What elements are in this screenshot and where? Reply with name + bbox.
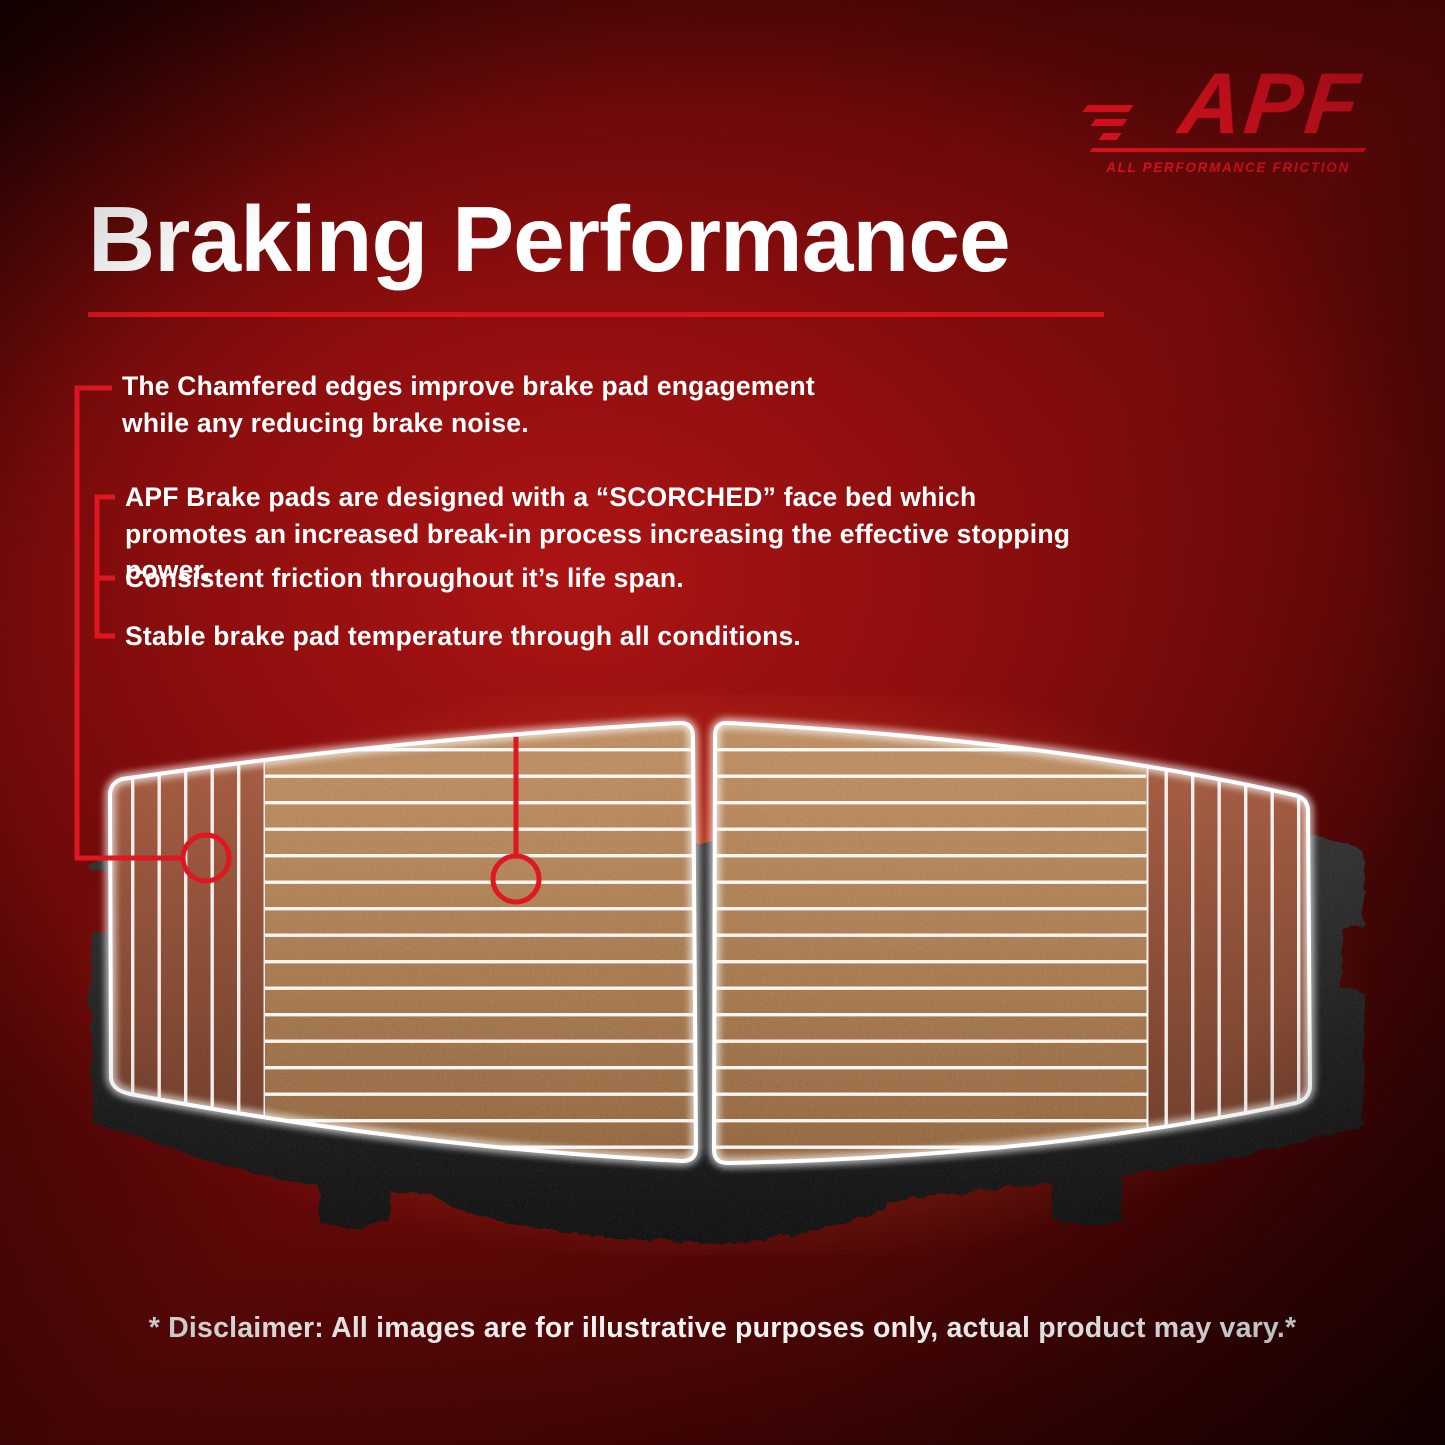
logo-mark: APF (1082, 56, 1367, 152)
title-underline (88, 312, 1104, 317)
logo-tagline: ALL PERFORMANCE FRICTION (1106, 159, 1350, 175)
logo-underline (1089, 147, 1367, 152)
brake-pad-illustration (78, 695, 1368, 1255)
left-pad-friction (107, 720, 699, 1164)
apf-logo: APF ALL PERFORMANCE FRICTION (1082, 56, 1367, 175)
bullet-chamfered-edges: The Chamfered edges improve brake pad en… (122, 371, 815, 438)
logo-brand: APF (1175, 56, 1367, 152)
callout-line-bullets (94, 494, 115, 639)
bullet-scorched-face: APF Brake pads are designed with a “SCOR… (125, 482, 1071, 586)
bullet-consistent-friction: Consistent friction throughout it’s life… (125, 563, 684, 593)
bullet-stable-temperature: Stable brake pad temperature through all… (125, 621, 801, 651)
right-pad-friction (711, 720, 1313, 1166)
page-title: Braking Performance (88, 187, 1011, 291)
speed-lines-icon (1082, 98, 1145, 147)
brake-pad-svg (78, 695, 1368, 1255)
disclaimer-text: * Disclaimer: All images are for illustr… (148, 1312, 1297, 1344)
right-chamfer (1146, 767, 1310, 1129)
